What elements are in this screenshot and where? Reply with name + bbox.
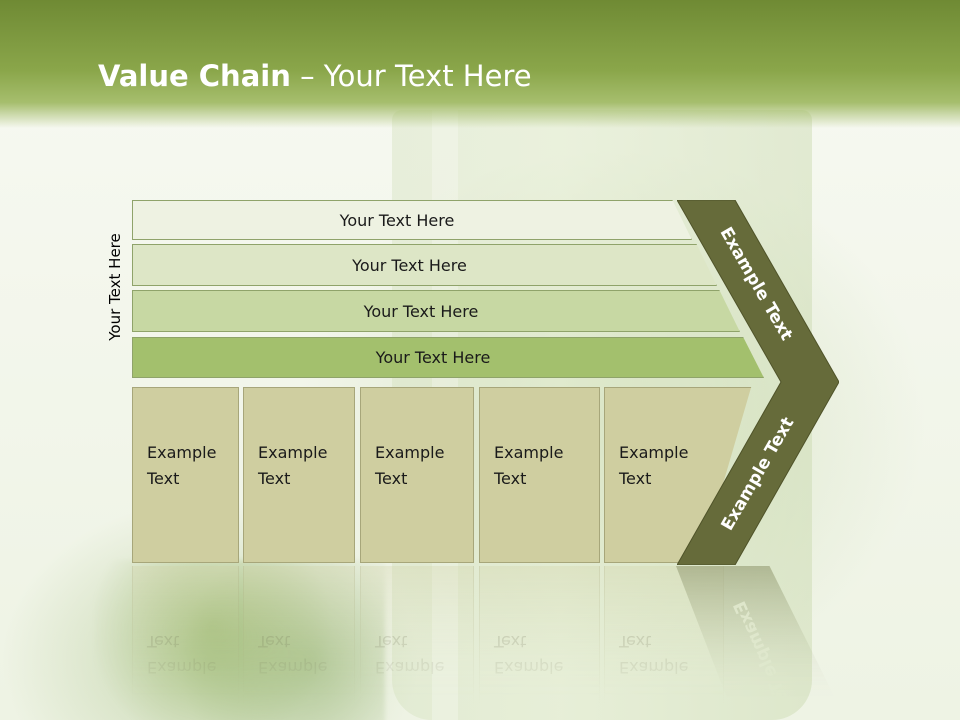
slide-title-rest: – Your Text Here bbox=[290, 59, 532, 93]
reflection-label: Example Text bbox=[375, 632, 445, 677]
reflection-box: Example Text bbox=[604, 566, 724, 720]
reflection-box: Example Text bbox=[360, 566, 474, 720]
primary-box-label: Example Text bbox=[619, 443, 689, 488]
reflection-label: Example Text bbox=[258, 632, 328, 677]
primary-box-label: Example Text bbox=[147, 443, 217, 488]
support-bar-label: Your Text Here bbox=[363, 301, 479, 321]
support-bar-4: Your Text Here bbox=[132, 337, 764, 378]
slide-title: Value Chain – Your Text Here bbox=[98, 56, 532, 96]
reflection-box: Example Text bbox=[243, 566, 355, 720]
primary-box-label: Example Text bbox=[258, 443, 328, 488]
reflection-box: Example Text bbox=[132, 566, 239, 720]
primary-box-2: Example Text bbox=[243, 387, 355, 563]
primary-box-1: Example Text bbox=[132, 387, 239, 563]
reflection-label: Example Text bbox=[494, 632, 564, 677]
primary-box-label: Example Text bbox=[375, 443, 445, 488]
background-celery-image bbox=[95, 560, 385, 720]
support-bar-2: Your Text Here bbox=[132, 244, 717, 286]
reflection: Example Text Example Text Example Text E… bbox=[132, 566, 852, 720]
margin-chevron bbox=[677, 200, 839, 565]
primary-box-3: Example Text bbox=[360, 387, 474, 563]
reflection-label: Example Text bbox=[147, 632, 217, 677]
primary-box-label: Example Text bbox=[494, 443, 564, 488]
side-label-text: Your Text Here bbox=[106, 233, 124, 341]
support-bar-3: Your Text Here bbox=[132, 290, 740, 332]
slide-title-bold: Value Chain bbox=[98, 59, 291, 93]
support-bar-label: Your Text Here bbox=[352, 255, 467, 275]
header-band bbox=[0, 0, 960, 128]
support-bar-1: Your Text Here bbox=[132, 200, 692, 240]
support-bar-label: Your Text Here bbox=[375, 348, 491, 367]
reflection-box: Example Text bbox=[479, 566, 600, 720]
reflection-label: Example Text bbox=[619, 632, 689, 677]
chevron-shape bbox=[677, 200, 839, 565]
primary-box-4: Example Text bbox=[479, 387, 600, 563]
support-bar-label: Your Text Here bbox=[339, 210, 455, 230]
